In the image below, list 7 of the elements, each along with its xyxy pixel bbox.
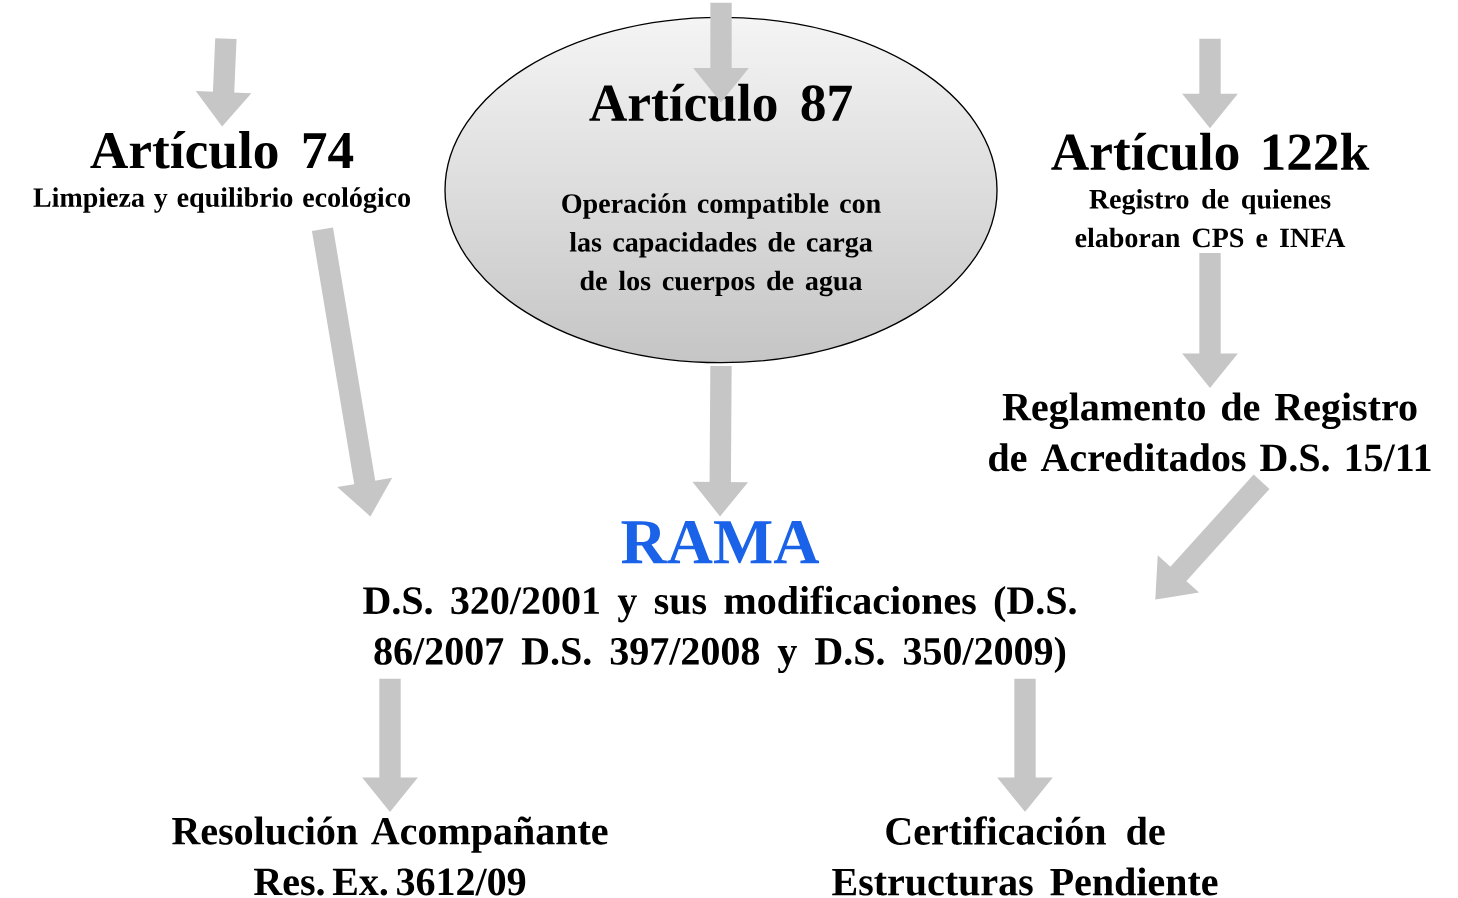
- article-text: Artículo 74 Limpieza y equilibrio ecológico: [33, 131, 411, 213]
- regulation-text: RAMA D.S. 320/2001 y sus modificaciones (D.S. 86/2007 D.S. 397/2008 y D.S. 350/2009): [363, 520, 1076, 674]
- article-text: Artículo 122k Registro de quienes elaboran CPS e INFA: [1051, 132, 1370, 248]
- regulation-text: Resolución Acompañante Res. Ex. 3612/09: [172, 816, 608, 896]
- oval-box: Artículo 87 Operación compatible con las capacidades de carga de los cuerpos de agua: [444, 16, 998, 364]
- regulation-text: Reglamento de Registro de Acreditados D.S. 15/11: [989, 392, 1431, 472]
- regulation-text: Certificación de Estructuras Pendiente: [832, 816, 1218, 896]
